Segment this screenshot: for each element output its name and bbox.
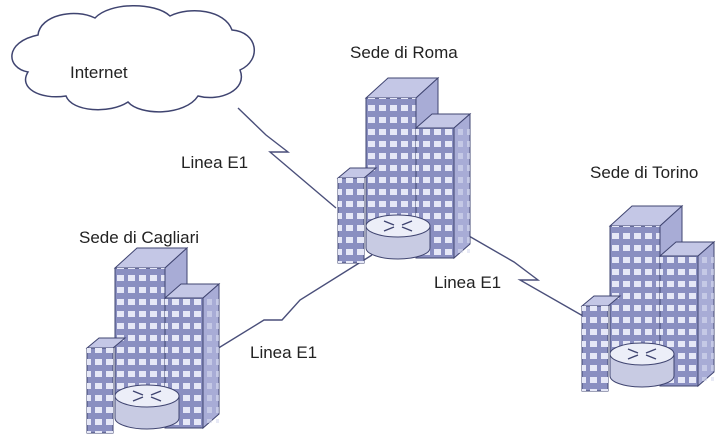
building-cagliari <box>86 247 220 434</box>
internet-cloud <box>11 5 256 113</box>
link-roma-torino <box>461 231 591 321</box>
link-label-roma-torino: Linea E1 <box>434 273 502 292</box>
internet-label: Internet <box>70 63 128 82</box>
link-label-roma-cagliari: Linea E1 <box>250 343 318 362</box>
link-internet-roma <box>237 107 337 209</box>
building-roma <box>337 77 471 264</box>
building-torino <box>581 205 715 392</box>
site-label-torino: Sede di Torino <box>590 163 699 182</box>
link-roma-cagliari <box>211 254 373 353</box>
link-label-internet-roma: Linea E1 <box>181 153 249 172</box>
site-label-cagliari: Sede di Cagliari <box>79 228 200 247</box>
site-label-roma: Sede di Roma <box>350 43 458 62</box>
